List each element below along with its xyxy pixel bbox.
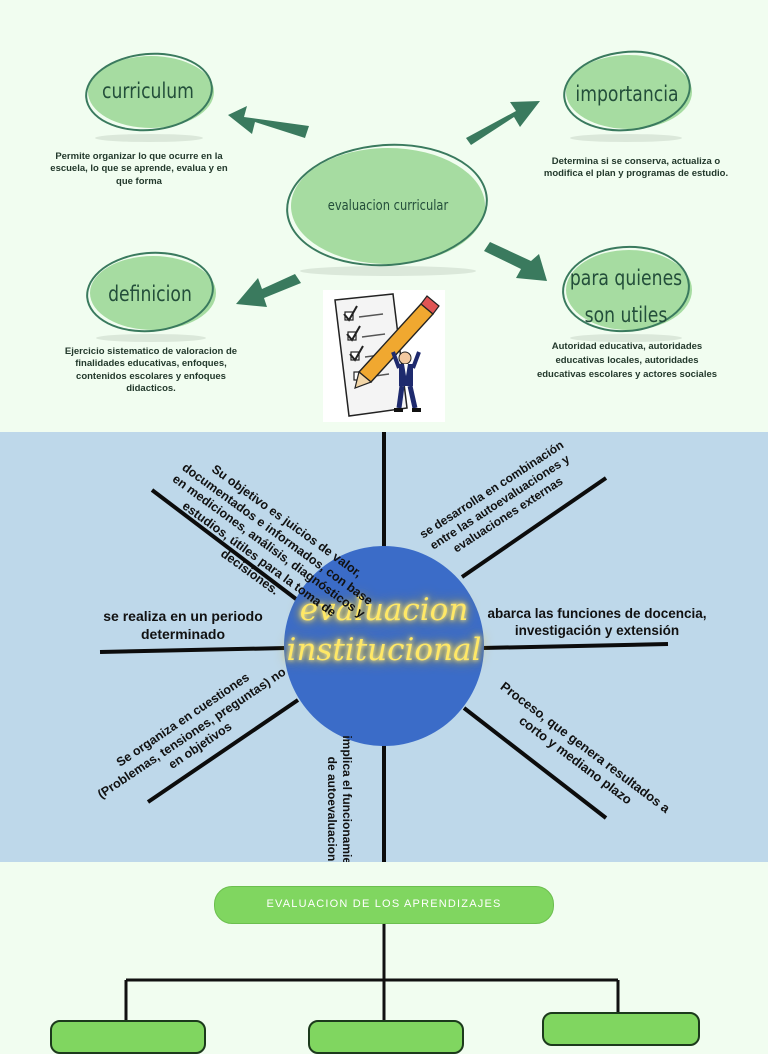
definicion-shadow <box>96 334 206 342</box>
center-blob <box>291 148 485 264</box>
institutional-circle <box>284 546 484 746</box>
quienes-title-line1: para quienes <box>569 266 683 290</box>
arrow-to-curriculum <box>228 106 309 138</box>
curriculum-title: curriculum <box>102 79 194 103</box>
arrow-to-definicion <box>236 274 301 307</box>
spoke-line-bottom-left <box>146 698 300 804</box>
institutional-title: evaluacion institucional <box>284 590 484 671</box>
quienes-title-line2: son utiles <box>584 302 668 327</box>
center-shadow <box>300 266 476 276</box>
spoke-text-funciones: abarca las funciones de docencia, invest… <box>487 606 707 638</box>
spoke-line-right <box>481 642 669 650</box>
child-node-center <box>308 1020 464 1054</box>
arrows-layer <box>228 101 547 307</box>
institutional-title-line1: evaluacion <box>299 592 469 628</box>
importancia-blob <box>566 55 692 129</box>
arrow-to-importancia <box>466 101 540 145</box>
quienes-description: Autoridad educativa, autoridades educati… <box>536 341 718 380</box>
institutional-evaluation-section: evaluacion institucional Su objetivo es … <box>0 432 768 862</box>
importancia-shadow <box>570 134 682 142</box>
definicion-description: Ejercicio sistematico de valoracion de f… <box>64 346 238 395</box>
child-node-right <box>542 1012 700 1046</box>
center-title: evaluacion curricular <box>327 198 449 214</box>
learning-evaluation-section: EVALUACION DE LOS APRENDIZAJES <box>0 862 768 1054</box>
importancia-description: Determina si se conserva, actualiza o mo… <box>543 156 729 180</box>
tree-connectors <box>124 924 620 1024</box>
quienes-shadow <box>570 334 682 342</box>
spokes-layer <box>99 432 669 862</box>
checklist-pencil-icon <box>334 293 440 417</box>
arrow-to-quienes <box>484 242 547 281</box>
quienes-blob <box>566 250 692 330</box>
checklist-pencil-illustration <box>323 290 445 422</box>
curriculum-description: Permite organizar lo que ocurre en la es… <box>50 151 228 187</box>
definicion-blob <box>90 256 216 330</box>
spoke-text-autoevaluacion: implica el funcionamiento de autoevaluac… <box>325 735 354 862</box>
learning-evaluation-title: EVALUACION DE LOS APRENDIZAJES <box>266 898 502 910</box>
definicion-title: definicion <box>108 282 192 306</box>
quienes-title: para quienes son utiles <box>562 260 690 334</box>
spoke-line-top-left <box>150 488 302 604</box>
spoke-line-bottom-right <box>462 706 608 820</box>
curriculum-blob <box>88 56 214 128</box>
child-node-left <box>50 1020 206 1054</box>
spoke-line-left <box>99 646 287 654</box>
spoke-line-top-right <box>460 476 608 579</box>
curricular-evaluation-section: evaluacion curricular curriculum Permite… <box>0 0 768 432</box>
spoke-text-periodo: se realiza en un periodo determinado <box>103 608 263 642</box>
learning-evaluation-title-pill: EVALUACION DE LOS APRENDIZAJES <box>214 886 554 924</box>
importancia-title: importancia <box>575 82 679 106</box>
institutional-title-line2: institucional <box>286 632 482 669</box>
curriculum-shadow <box>95 134 203 142</box>
